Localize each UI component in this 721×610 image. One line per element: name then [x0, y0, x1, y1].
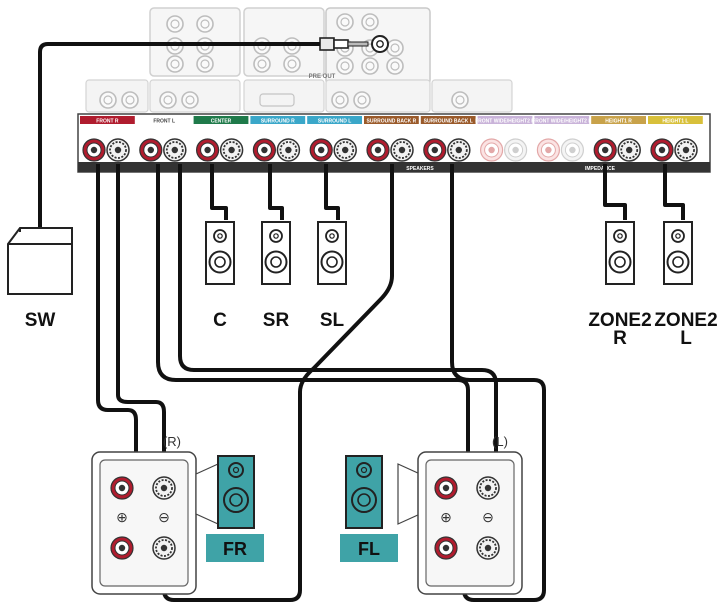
fr-minus-symbol: ⊖: [158, 509, 170, 525]
front-left-speaker: [345, 455, 421, 529]
terminal-minus-3: [276, 138, 301, 162]
terminal-label-8: FRONT WIDE/HEIGHT2 L: [532, 119, 591, 125]
terminal-plus-7: [480, 138, 504, 162]
terminal-label-row: FRONT R FRONT L CENTER SURROUND R SURROUND L…: [80, 116, 703, 125]
terminal-label-10: HEIGHT1 L: [662, 119, 688, 125]
front-left-label: FL: [358, 539, 380, 559]
front-left-amp-panel: ⊕ ⊖: [417, 451, 523, 595]
subwoofer-cable: [38, 42, 320, 228]
speakers-strip-label: SPEAKERS: [406, 166, 434, 172]
terminal-label-1: FRONT L: [153, 119, 175, 125]
zone2-left-label-line2: L: [680, 328, 692, 349]
front-right-amp-panel: ⊕ ⊖: [91, 451, 197, 595]
front-right-plus-cable: [96, 164, 138, 486]
subwoofer-preout-jack: [371, 35, 389, 53]
terminal-label-7: FRONT WIDE/HEIGHT2 R: [475, 119, 535, 125]
fr-label-box: [206, 534, 264, 562]
terminal-plus-3: [252, 138, 276, 162]
fl-plus-symbol: ⊕: [440, 509, 452, 525]
terminal-label-bg-2: [193, 116, 249, 124]
surround-right-label: SR: [263, 310, 290, 331]
terminal-label-bg-3: [250, 116, 306, 124]
terminal-plus-8: [536, 138, 561, 162]
surround-left-speaker: [317, 221, 347, 285]
surround-right-speaker: [261, 221, 291, 285]
terminal-minus-2: [219, 138, 244, 162]
terminal-minus-8: [560, 138, 585, 162]
surround-left-label: SL: [320, 310, 345, 331]
front-left-plus-cable: [156, 164, 470, 486]
front-right-minus-cable: [116, 164, 166, 486]
terminal-plus-6: [423, 138, 447, 162]
zone2-right-label-line1: ZONE2: [588, 310, 651, 331]
terminal-label-5: SURROUND BACK R: [367, 119, 417, 125]
zone2-left-cable: [663, 164, 685, 220]
amp-right-label: (R): [163, 434, 181, 449]
terminal-minus-9: [617, 138, 642, 162]
terminal-label-bg-4: [307, 116, 362, 124]
preout-label: PRE OUT: [309, 74, 336, 80]
terminal-plus-9: [593, 138, 617, 162]
terminal-plus-1: [139, 138, 163, 162]
terminal-label-bg-5: [364, 116, 419, 124]
receiver-back-panel: PRE OUT: [85, 7, 513, 113]
surround-right-cable: [268, 164, 284, 220]
surround-left-cable: [324, 164, 340, 220]
terminal-minus-0: [106, 138, 130, 162]
terminal-label-0: FRONT R: [96, 119, 119, 125]
fr-plus-symbol: ⊕: [116, 509, 128, 525]
terminal-minus-10: [674, 138, 698, 162]
terminal-minus-7: [503, 138, 528, 162]
terminal-label-bg-7: [477, 116, 533, 124]
terminal-label-bg-8: [534, 116, 590, 124]
terminal-label-4: SURROUND L: [318, 119, 351, 125]
zone2-right-cable: [603, 164, 627, 220]
terminal-plus-2: [196, 138, 220, 162]
fl-minus-symbol: ⊖: [482, 509, 494, 525]
speaker-terminal-strip: FRONT R FRONT L CENTER SURROUND R SURROUND L…: [77, 113, 711, 173]
terminal-label-bg-10: [648, 116, 703, 124]
terminal-plus-0: [82, 138, 106, 162]
front-right-label: FR: [223, 539, 247, 559]
subwoofer-plug: [319, 37, 369, 51]
speaker-cables: [38, 42, 685, 602]
zone2-left-label-line1: ZONE2: [654, 310, 717, 331]
center-cable: [210, 164, 228, 220]
terminal-label-bg-1: [136, 116, 192, 124]
front-right-speaker: [195, 455, 255, 529]
terminal-plus-5: [366, 138, 390, 162]
terminal-plus-10: [650, 138, 674, 162]
terminal-minus-1: [162, 138, 187, 162]
subwoofer: [7, 227, 73, 295]
terminal-minus-5: [390, 138, 414, 162]
zone2-right-speaker: [605, 221, 635, 285]
center-label: C: [213, 310, 227, 331]
terminal-minus-6: [446, 138, 471, 162]
terminal-label-3: SURROUND R: [261, 119, 295, 125]
front-right-minus-return-cable: [162, 164, 394, 602]
terminal-label-9: HEIGHT1 R: [605, 119, 632, 125]
terminal-label-2: CENTER: [211, 119, 232, 125]
subwoofer-label: SW: [25, 310, 56, 331]
center-speaker: [205, 221, 235, 285]
terminal-label-bg-6: [420, 116, 476, 124]
fl-label-box: [340, 534, 398, 562]
front-left-minus-return-cable: [450, 164, 546, 602]
zone2-right-label-line2: R: [613, 328, 627, 349]
terminal-label-bg-9: [591, 116, 646, 124]
terminal-minus-4: [333, 138, 358, 162]
amp-left-label: (L): [492, 434, 508, 449]
terminal-label-bg-0: [80, 116, 135, 124]
impedance-strip-label: IMPEDANCE: [585, 166, 616, 172]
terminal-label-6: SURROUND BACK L: [424, 119, 473, 125]
zone2-left-speaker: [663, 221, 693, 285]
terminal-plus-4: [309, 138, 333, 162]
